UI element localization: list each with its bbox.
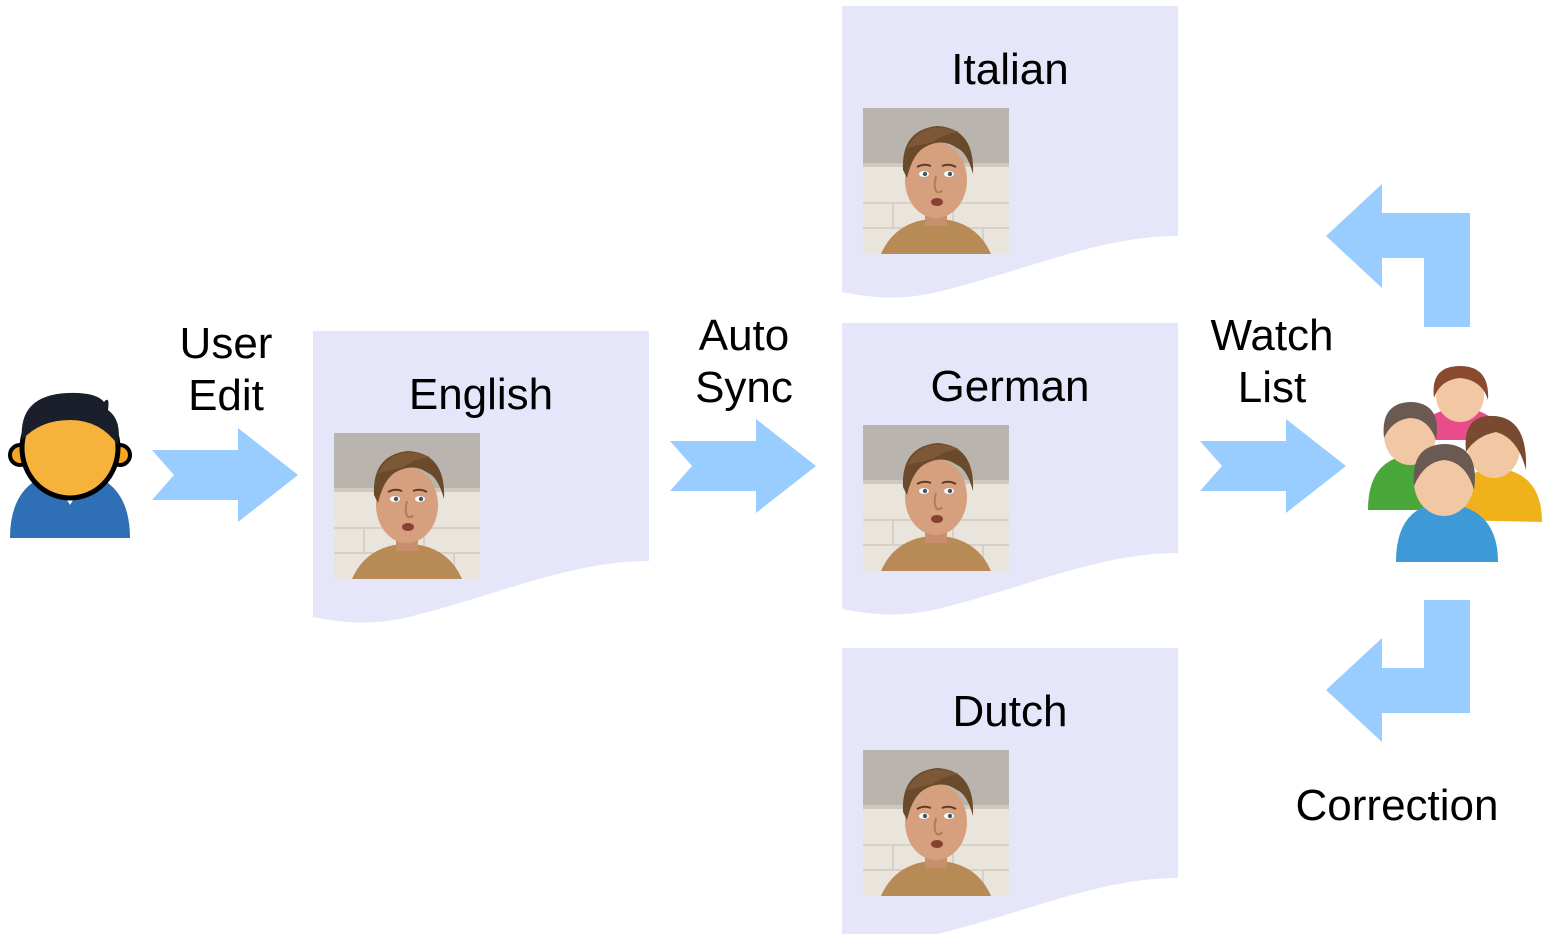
document-title-dutch: Dutch bbox=[953, 687, 1068, 736]
user-edit-arrow bbox=[152, 428, 298, 522]
document-italian: Italian bbox=[842, 6, 1178, 298]
document-title-italian: Italian bbox=[951, 45, 1068, 94]
auto-sync-arrow bbox=[670, 419, 816, 513]
portrait-photo-italian bbox=[862, 107, 1010, 255]
document-dutch: Dutch bbox=[842, 648, 1178, 934]
document-title-german: German bbox=[931, 362, 1090, 411]
portrait-photo-german bbox=[862, 424, 1010, 572]
watch-list-arrow bbox=[1200, 419, 1346, 513]
portrait-photo-dutch bbox=[862, 749, 1010, 897]
document-german: German bbox=[842, 323, 1178, 615]
portrait-photo-english bbox=[333, 432, 481, 580]
user-group-icon bbox=[1368, 366, 1542, 562]
watch-list-label-line2: List bbox=[1238, 363, 1306, 412]
correction-arrow bbox=[1326, 600, 1470, 742]
correction-label: Correction bbox=[1296, 781, 1499, 830]
watch-list-label: Watch bbox=[1210, 311, 1333, 360]
user-edit-label: User bbox=[180, 319, 273, 368]
user-edit-label-line2: Edit bbox=[188, 371, 264, 420]
document-title-english: English bbox=[409, 370, 553, 419]
auto-sync-label-line2: Sync bbox=[695, 363, 793, 412]
auto-sync-label: Auto bbox=[699, 311, 790, 360]
single-user-icon bbox=[8, 392, 132, 538]
feedback-arrow-up bbox=[1326, 184, 1470, 327]
document-english: English bbox=[313, 331, 649, 623]
